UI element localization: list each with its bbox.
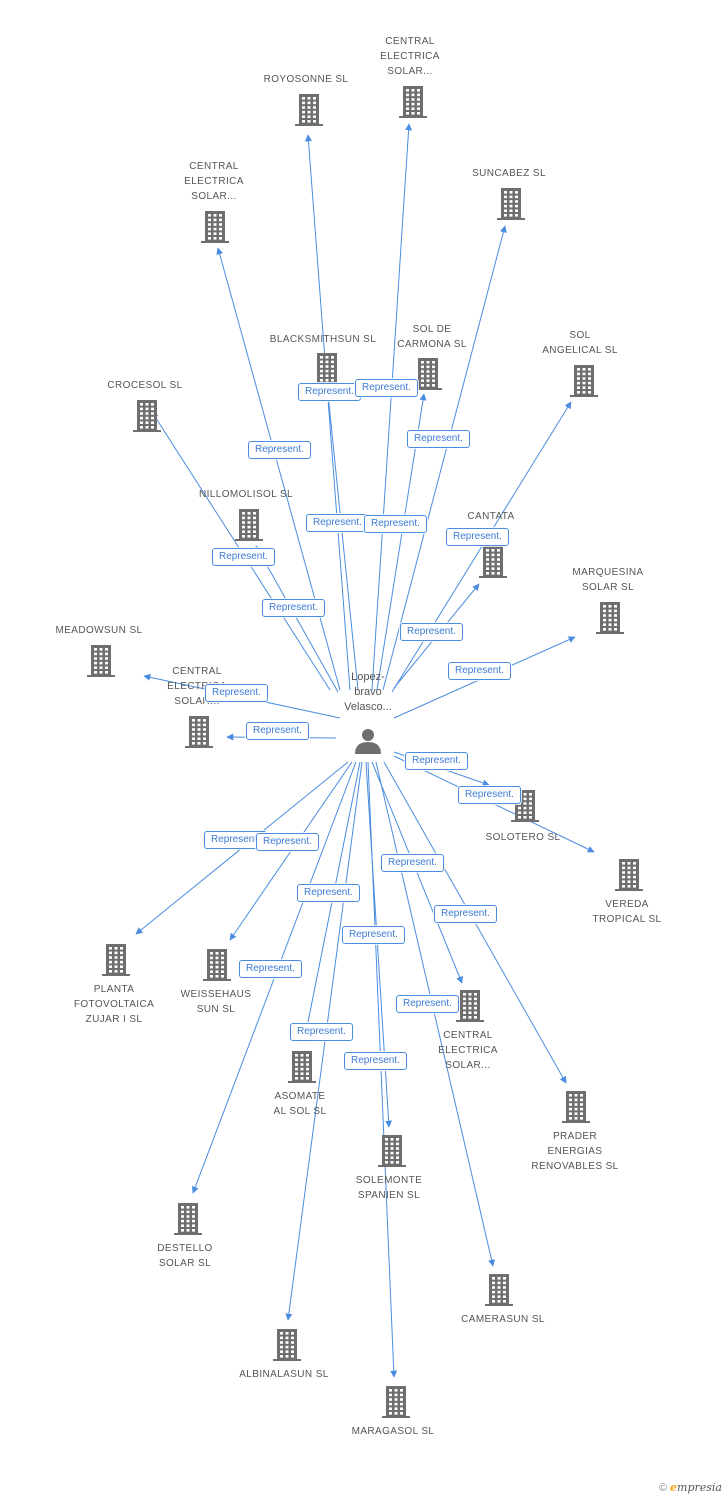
edge-vereda bbox=[393, 755, 595, 853]
edge-camerasun bbox=[375, 761, 495, 1267]
node-label-royosonne[interactable]: ROYOSONNE SL bbox=[263, 74, 349, 85]
node-label-destello[interactable]: DESTELLO SOLAR SL bbox=[157, 1243, 213, 1269]
relation-label[interactable]: Represent. bbox=[298, 383, 361, 401]
relation-label[interactable]: Represent. bbox=[446, 528, 509, 546]
crocesol-building-icon[interactable] bbox=[133, 400, 161, 432]
node-label-cantata[interactable]: CANTATA bbox=[467, 511, 515, 522]
relation-label[interactable]: Represent. bbox=[434, 905, 497, 923]
albinalasun-building-icon[interactable] bbox=[273, 1329, 301, 1361]
node-label-maragasol[interactable]: MARAGASOL SL bbox=[351, 1426, 435, 1437]
center-person-label[interactable]: Lopez- bravo Velasco... bbox=[344, 671, 392, 713]
node-label-meadowsun[interactable]: MEADOWSUN SL bbox=[55, 625, 143, 636]
relation-label[interactable]: Represent. bbox=[400, 623, 463, 641]
node-label-solotero[interactable]: SOLOTERO SL bbox=[485, 832, 561, 843]
central3-building-icon[interactable] bbox=[185, 716, 213, 748]
asomate-building-icon[interactable] bbox=[288, 1051, 316, 1083]
edge-suncabez bbox=[382, 225, 507, 691]
node-label-central4[interactable]: CENTRAL ELECTRICA SOLAR... bbox=[438, 1030, 498, 1071]
edge-weissehaus bbox=[229, 761, 353, 941]
relation-label[interactable]: Represent. bbox=[262, 599, 325, 617]
node-label-central2[interactable]: CENTRAL ELECTRICA SOLAR... bbox=[184, 161, 244, 202]
relation-label[interactable]: Represent. bbox=[297, 884, 360, 902]
edge-albinalasun bbox=[285, 761, 363, 1321]
central2-building-icon[interactable] bbox=[201, 211, 229, 243]
relation-label[interactable]: Represent. bbox=[364, 515, 427, 533]
edge-asomate bbox=[301, 761, 361, 1043]
edge-royosonne bbox=[304, 134, 351, 691]
relation-label[interactable]: Represent. bbox=[405, 752, 468, 770]
vereda-building-icon[interactable] bbox=[615, 859, 643, 891]
footer-brand: © empresia bbox=[659, 1481, 722, 1494]
royosonne-building-icon[interactable] bbox=[295, 94, 323, 126]
empresia-logo[interactable]: empresia bbox=[670, 1481, 722, 1494]
node-label-suncabez[interactable]: SUNCABEZ SL bbox=[472, 168, 546, 179]
copyright-mark: © bbox=[658, 1482, 667, 1494]
node-label-central1[interactable]: CENTRAL ELECTRICA SOLAR... bbox=[380, 36, 440, 77]
relation-label[interactable]: Represent. bbox=[458, 786, 521, 804]
node-label-blacksmithsun[interactable]: BLACKSMITHSUN SL bbox=[269, 334, 377, 345]
relation-label[interactable]: Represent. bbox=[407, 430, 470, 448]
relation-label[interactable]: Represent. bbox=[205, 684, 268, 702]
central4-building-icon[interactable] bbox=[456, 990, 484, 1022]
relation-label[interactable]: Represent. bbox=[342, 926, 405, 944]
planta-building-icon[interactable] bbox=[102, 944, 130, 976]
relation-label[interactable]: Represent. bbox=[396, 995, 459, 1013]
relation-label[interactable]: Represent. bbox=[256, 833, 319, 851]
relation-label[interactable]: Represent. bbox=[344, 1052, 407, 1070]
solangelical-building-icon[interactable] bbox=[570, 365, 598, 397]
suncabez-building-icon[interactable] bbox=[497, 188, 525, 220]
node-label-solemonte[interactable]: SOLEMONTE SPANIEN SL bbox=[355, 1175, 423, 1201]
node-label-asomate[interactable]: ASOMATE AL SOL SL bbox=[273, 1091, 327, 1117]
node-label-camerasun[interactable]: CAMERASUN SL bbox=[461, 1314, 545, 1325]
edge-central4 bbox=[371, 761, 463, 984]
relation-label[interactable]: Represent. bbox=[306, 514, 369, 532]
relation-label[interactable]: Represent. bbox=[448, 662, 511, 680]
destello-building-icon[interactable] bbox=[174, 1203, 202, 1235]
node-label-central3[interactable]: CENTRAL ELECTRICA SOLAR... bbox=[167, 666, 227, 707]
edge-solangelical bbox=[391, 401, 572, 693]
relation-label[interactable]: Represent. bbox=[212, 548, 275, 566]
node-label-soldecarmona[interactable]: SOL DE CARMONA SL bbox=[397, 324, 467, 350]
weissehaus-building-icon[interactable] bbox=[203, 949, 231, 981]
central1-building-icon[interactable] bbox=[399, 86, 427, 118]
relation-label[interactable]: Represent. bbox=[246, 722, 309, 740]
relation-label[interactable]: Represent. bbox=[248, 441, 311, 459]
meadowsun-building-icon[interactable] bbox=[87, 645, 115, 677]
relation-label[interactable]: Represent. bbox=[381, 854, 444, 872]
blacksmithsun-building-icon[interactable] bbox=[313, 353, 341, 385]
nillomolisol-building-icon[interactable] bbox=[235, 509, 263, 541]
maragasol-building-icon[interactable] bbox=[382, 1386, 410, 1418]
prader-building-icon[interactable] bbox=[562, 1091, 590, 1123]
edge-solemonte bbox=[365, 761, 393, 1128]
node-label-weissehaus[interactable]: WEISSEHAUS SUN SL bbox=[180, 989, 252, 1015]
node-label-prader[interactable]: PRADER ENERGIAS RENOVABLES SL bbox=[531, 1131, 619, 1172]
node-label-marquesina[interactable]: MARQUESINA SOLAR SL bbox=[572, 567, 644, 593]
node-label-planta[interactable]: PLANTA FOTOVOLTAICA ZUJAR I SL bbox=[73, 984, 155, 1025]
relation-label[interactable]: Represent. bbox=[290, 1023, 353, 1041]
edge-blacksmithsun bbox=[324, 383, 359, 691]
edge-central1 bbox=[371, 123, 413, 691]
relation-label[interactable]: Represent. bbox=[239, 960, 302, 978]
node-label-albinalasun[interactable]: ALBINALASUN SL bbox=[239, 1369, 329, 1380]
node-label-vereda[interactable]: VEREDA TROPICAL SL bbox=[592, 899, 662, 925]
soldecarmona-building-icon[interactable] bbox=[414, 358, 442, 390]
solemonte-building-icon[interactable] bbox=[378, 1135, 406, 1167]
node-label-solangelical[interactable]: SOL ANGELICAL SL bbox=[542, 330, 618, 356]
node-label-crocesol[interactable]: CROCESOL SL bbox=[107, 380, 183, 391]
camerasun-building-icon[interactable] bbox=[485, 1274, 513, 1306]
person-icon[interactable] bbox=[355, 729, 381, 754]
edge-nillomolisol bbox=[255, 545, 339, 693]
node-label-nillomolisol[interactable]: NILLOMOLISOL SL bbox=[199, 489, 293, 500]
marquesina-building-icon[interactable] bbox=[596, 602, 624, 634]
relation-label[interactable]: Represent. bbox=[355, 379, 418, 397]
cantata-building-icon[interactable] bbox=[479, 546, 507, 578]
